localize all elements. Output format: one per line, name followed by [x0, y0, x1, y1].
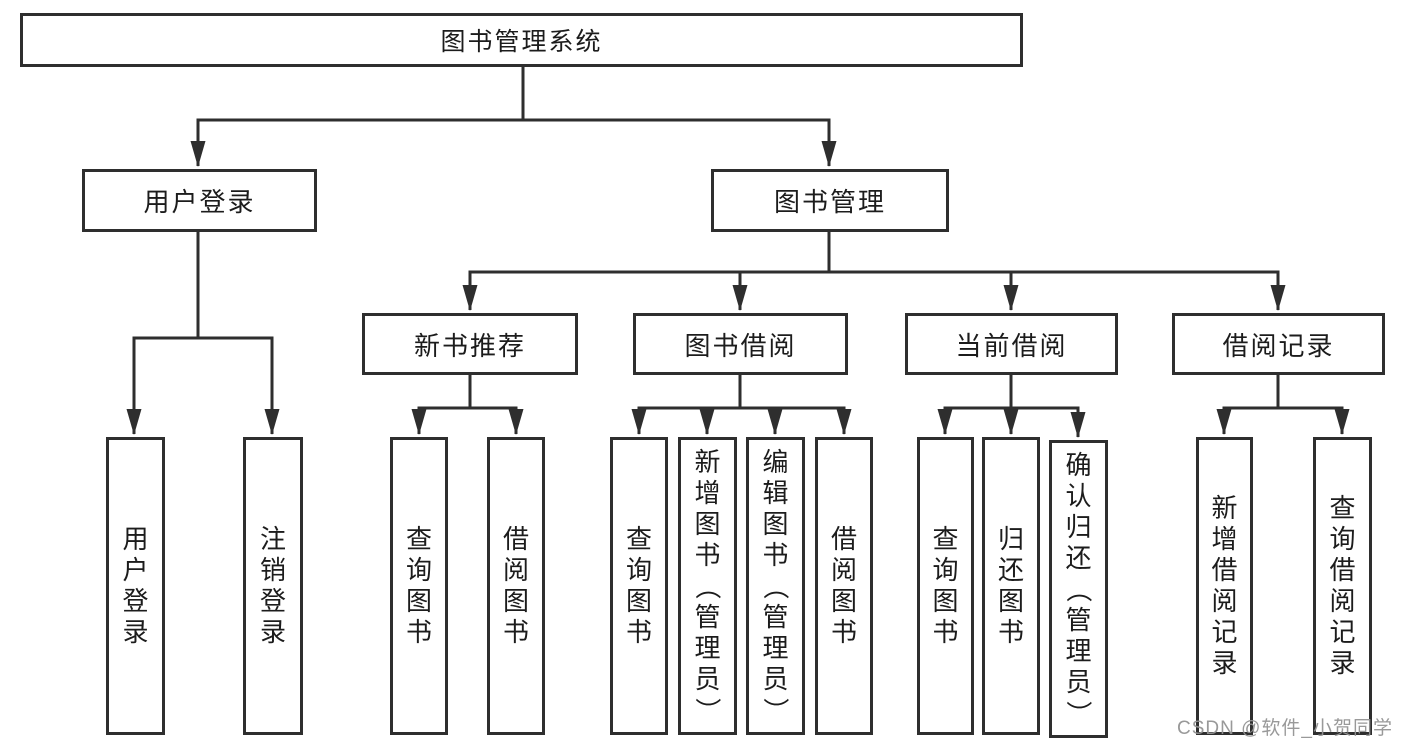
- edge-current-borrowing-branch: [937, 374, 1086, 438]
- node-label: 图书借阅: [684, 330, 797, 361]
- node-label: 借阅记录: [1222, 330, 1335, 361]
- leaf-query-books-current: 查询图书: [917, 437, 974, 735]
- leaf-query-books-borrow: 查询图书: [610, 437, 668, 735]
- leaf-label: 借阅图书: [830, 524, 857, 647]
- leaf-logout: 注销登录: [243, 437, 303, 735]
- leaf-label: 查询图书: [932, 524, 959, 647]
- node-label: 用户登录: [143, 187, 256, 217]
- leaf-label: 用户登录: [122, 524, 149, 647]
- edge-user-login-branch: [126, 231, 280, 435]
- leaf-add-books-admin: 新增图书（管理员）: [678, 437, 737, 735]
- leaf-label: 借阅图书: [502, 524, 529, 647]
- leaf-user-login: 用户登录: [106, 437, 165, 735]
- leaf-label: 注销登录: [259, 524, 286, 647]
- node-new-book-recommend: 新书推荐: [362, 313, 578, 375]
- edge-root-to-level2: [190, 66, 837, 167]
- node-book-management: 图书管理: [711, 169, 949, 232]
- leaf-query-books-recommend: 查询图书: [390, 437, 448, 735]
- leaf-add-borrow-record: 新增借阅记录: [1196, 437, 1253, 735]
- leaf-label: 确认归还（管理员）: [1063, 449, 1094, 727]
- node-label: 图书管理: [773, 187, 886, 217]
- edge-new-book-recommend-branch: [411, 374, 524, 435]
- node-label: 图书管理系统: [440, 28, 603, 56]
- node-user-login: 用户登录: [82, 169, 317, 232]
- leaf-label: 查询图书: [625, 524, 652, 647]
- leaf-return-books: 归还图书: [982, 437, 1040, 735]
- leaf-label: 归还图书: [997, 524, 1024, 647]
- leaf-borrow-books-borrow: 借阅图书: [815, 437, 873, 735]
- edge-borrowing-records-branch: [1216, 374, 1350, 435]
- leaf-label: 查询借阅记录: [1329, 493, 1356, 678]
- leaf-label: 查询图书: [405, 524, 432, 647]
- leaf-label: 新增图书（管理员）: [692, 446, 723, 724]
- leaf-edit-books-admin: 编辑图书（管理员）: [746, 437, 805, 735]
- leaf-label: 新增借阅记录: [1211, 493, 1238, 678]
- csdn-watermark: CSDN @软件_小贺同学: [1177, 718, 1393, 739]
- edge-book-borrowing-branch: [631, 374, 852, 435]
- leaf-query-borrow-record: 查询借阅记录: [1313, 437, 1372, 735]
- node-root-library-management-system: 图书管理系统: [20, 13, 1023, 67]
- node-label: 新书推荐: [413, 330, 526, 361]
- node-label: 当前借阅: [955, 330, 1068, 361]
- leaf-confirm-return-admin: 确认归还（管理员）: [1049, 440, 1108, 738]
- node-borrowing-records: 借阅记录: [1172, 313, 1385, 375]
- node-book-borrowing: 图书借阅: [633, 313, 848, 375]
- leaf-borrow-books-recommend: 借阅图书: [487, 437, 545, 735]
- node-current-borrowing: 当前借阅: [905, 313, 1118, 375]
- edge-book-management-branch: [462, 231, 1286, 311]
- leaf-label: 编辑图书（管理员）: [760, 446, 791, 724]
